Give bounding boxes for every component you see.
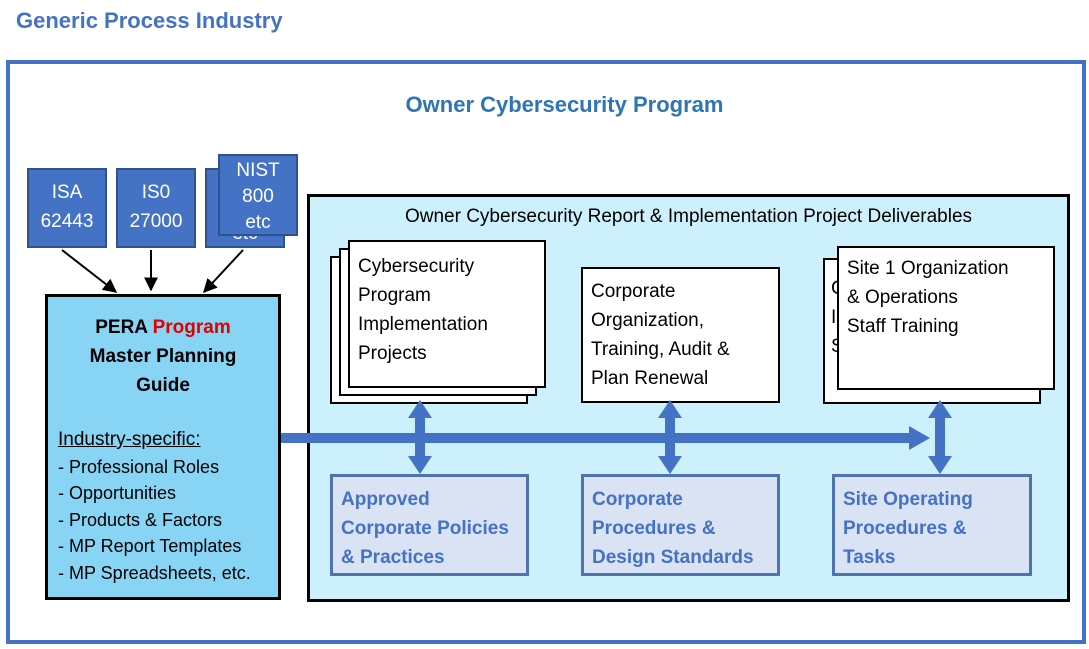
card-line: Projects — [358, 343, 427, 364]
output-line: Corporate Policies — [341, 518, 509, 539]
card-line: Corporate — [591, 281, 676, 302]
standard-number: 27000 — [129, 211, 183, 232]
pera-list-item: - MP Spreadsheets, etc. — [58, 562, 251, 583]
pera-title-prefix: PERA — [95, 317, 148, 338]
double-arrow-right — [928, 400, 952, 474]
pera-list-item: - Professional Roles — [58, 456, 220, 477]
pera-guide-box: PERA Program Master Planning Guide Indus… — [45, 294, 281, 600]
standard-suffix: etc — [245, 212, 271, 233]
standard-label: NIST — [236, 160, 280, 181]
card-line: Cybersecurity — [358, 256, 475, 277]
output-line: Tasks — [843, 547, 896, 568]
pera-title: PERA Program Master Planning Guide — [48, 313, 278, 400]
output-line: Procedures & — [592, 518, 716, 539]
double-arrow-middle — [658, 400, 682, 474]
card-line: Site 1 Organization — [847, 258, 1009, 279]
standard-label: IS0 — [141, 182, 171, 203]
card-site-organization: Site 1 Organization & Operations Staff T… — [837, 246, 1055, 390]
output-line: & Practices — [341, 547, 445, 568]
card-line: Implementation — [358, 314, 488, 335]
arrow-nist-to-pera — [203, 249, 244, 294]
double-arrow-left — [408, 400, 432, 474]
deliverables-title: Owner Cybersecurity Report & Implementat… — [404, 206, 973, 227]
output-line: Approved — [341, 489, 430, 510]
card-line: Program — [358, 285, 431, 306]
pera-item-list: Industry-specific: - Professional Roles … — [58, 427, 251, 586]
output-line: Design Standards — [592, 547, 754, 568]
output-line: Corporate — [592, 489, 683, 510]
card-cybersecurity-projects: Cybersecurity Program Implementation Pro… — [348, 240, 546, 388]
output-site-procedures: Site Operating Procedures & Tasks — [832, 474, 1032, 576]
pera-list-item: - Opportunities — [58, 483, 177, 503]
standard-box-nist: NIST 800 etc — [218, 154, 298, 236]
output-corporate-policies: Approved Corporate Policies & Practices — [330, 474, 529, 576]
output-corporate-procedures: Corporate Procedures & Design Standards — [581, 474, 780, 576]
arrow-isa-to-pera — [61, 249, 118, 293]
output-line: Site Operating — [843, 489, 973, 510]
pera-list-item: - Products & Factors — [58, 509, 223, 530]
pera-list-item: - MP Report Templates — [58, 536, 242, 556]
card-line: Organization, — [591, 310, 705, 331]
pera-list-heading: Industry-specific: — [58, 429, 201, 450]
pera-title-accent: Program — [152, 317, 231, 338]
pera-title-line2: Master Planning — [89, 346, 237, 367]
standard-number: 62443 — [40, 211, 94, 232]
output-line: Procedures & — [843, 518, 967, 539]
card-line: Plan Renewal — [591, 368, 709, 389]
page-title: Generic Process Industry — [16, 8, 283, 33]
card-corporate-organization: Corporate Organization, Training, Audit … — [581, 267, 780, 403]
card-peek-line: I — [831, 307, 837, 328]
program-title: Owner Cybersecurity Program — [405, 92, 724, 117]
pera-title-line3: Guide — [136, 375, 190, 396]
card-line: & Operations — [847, 287, 958, 308]
card-line: Staff Training — [847, 316, 959, 337]
main-flow-arrow — [281, 426, 930, 450]
standard-label: ISA — [51, 182, 83, 203]
standard-number: 800 — [242, 186, 274, 207]
standard-box-iso: IS0 27000 — [116, 168, 196, 248]
standard-box-isa: ISA 62443 — [27, 168, 107, 248]
card-line: Training, Audit & — [591, 339, 730, 360]
